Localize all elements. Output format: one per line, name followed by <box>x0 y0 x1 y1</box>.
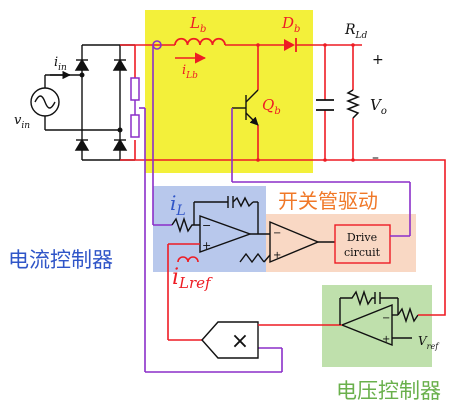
drive-circuit-line2: circuit <box>344 246 381 259</box>
sense-current-label: iL <box>170 191 186 219</box>
multiplier-block <box>201 321 259 359</box>
ac-source <box>30 74 120 131</box>
current-controller-title: 电流控制器 <box>8 248 113 272</box>
boost-inductor <box>174 37 226 46</box>
switch-transistor <box>232 89 259 126</box>
current-loop-amplifier <box>171 196 270 253</box>
load-label: RLd <box>344 22 368 41</box>
inductor-label: Lb <box>189 14 206 35</box>
sense-wiring <box>139 45 411 373</box>
inductor-current-label: iLb <box>182 63 198 81</box>
voltage-loop-amplifier <box>258 289 419 347</box>
gate-driver-title: 开关管驱动 <box>278 189 378 213</box>
vref-label: Vref <box>418 334 440 351</box>
bridge-rectifier <box>74 44 135 161</box>
current-amp-minus: − <box>202 219 211 232</box>
input-current-label: iin <box>54 55 67 73</box>
voltage-amp-minus: − <box>382 313 390 324</box>
output-plus-label: + <box>372 52 384 68</box>
comparator-plus: + <box>273 250 281 261</box>
reference-current-label: iLref <box>172 265 213 292</box>
reference-path <box>167 243 202 341</box>
input-voltage-divider <box>130 77 140 138</box>
drive-circuit-line1: Drive <box>347 231 377 244</box>
switch-label: Qb <box>262 96 281 117</box>
output-voltage-feedback <box>362 159 446 316</box>
output-voltage-label: Vo <box>370 96 387 117</box>
comparator-minus: − <box>273 228 281 239</box>
pwm-comparator <box>239 220 410 264</box>
output-minus-label: – <box>372 150 379 166</box>
voltage-amp-plus: + <box>382 334 390 345</box>
voltage-controller-title: 电压控制器 <box>336 379 441 403</box>
output-capacitor <box>316 99 334 111</box>
input-voltage-label: vin <box>14 113 30 131</box>
current-amp-plus: + <box>202 239 211 252</box>
multiplier-symbol: × <box>231 329 249 354</box>
power-wiring <box>120 44 362 161</box>
power-stage-highlight <box>145 10 313 173</box>
load-resistor <box>345 89 361 119</box>
diode-label: Db <box>281 14 300 35</box>
boost-diode <box>284 38 297 52</box>
